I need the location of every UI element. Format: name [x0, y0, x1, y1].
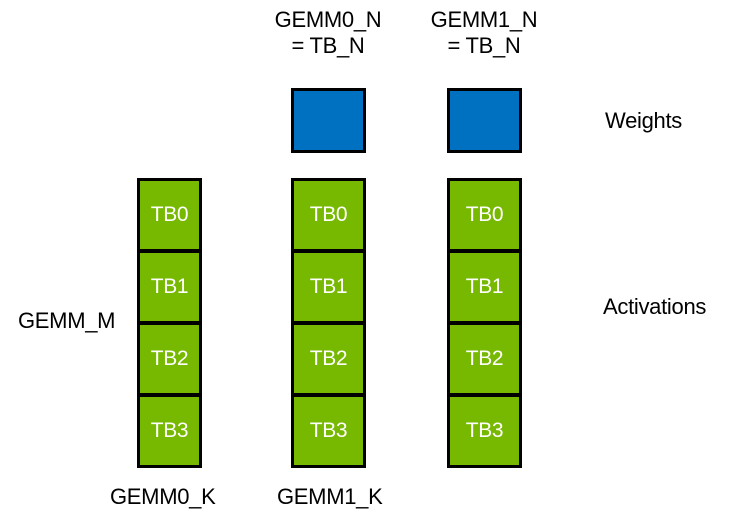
tb-block-label: TB1	[309, 275, 348, 298]
activations-column-gemm0: TB0 TB1 TB2 TB3	[291, 178, 366, 468]
weights-label: Weights	[605, 108, 682, 133]
activations-label: Activations	[603, 294, 707, 319]
tb-block: TB2	[450, 325, 519, 393]
activations-column-gemm1: TB0 TB1 TB2 TB3	[447, 178, 522, 468]
weights-square-gemm1	[447, 88, 522, 153]
header-gemm1-n-line1: GEMM1_N	[430, 7, 538, 32]
tb-block: TB1	[294, 253, 363, 321]
tb-block-label: TB2	[465, 347, 504, 370]
tb-block: TB0	[294, 181, 363, 249]
tb-block: TB1	[450, 253, 519, 321]
tb-block: TB3	[140, 397, 199, 465]
header-gemm0-n-line1: GEMM0_N	[274, 7, 382, 32]
tb-block: TB0	[140, 181, 199, 249]
header-gemm0-n: GEMM0_N = TB_N	[253, 7, 403, 59]
tb-block-label: TB3	[150, 419, 189, 442]
tb-block: TB0	[450, 181, 519, 249]
tb-block: TB2	[294, 325, 363, 393]
tb-block-label: TB3	[309, 419, 348, 442]
tb-block-label: TB2	[309, 347, 348, 370]
header-gemm0-n-line2: = TB_N	[291, 33, 365, 58]
gemm-m-label: GEMM_M	[18, 308, 116, 333]
tb-block-label: TB1	[465, 275, 504, 298]
tb-block-label: TB0	[309, 203, 348, 226]
tb-block-label: TB2	[150, 347, 189, 370]
tb-block-label: TB3	[465, 419, 504, 442]
activations-column-0: TB0 TB1 TB2 TB3	[137, 178, 202, 468]
tb-block: TB3	[294, 397, 363, 465]
gemm1-k-label: GEMM1_K	[277, 484, 383, 509]
tb-block-label: TB0	[150, 203, 189, 226]
header-gemm1-n-line2: = TB_N	[447, 33, 521, 58]
tb-block-label: TB1	[150, 275, 189, 298]
gemm0-k-label: GEMM0_K	[110, 484, 216, 509]
tb-block: TB1	[140, 253, 199, 321]
tb-block-label: TB0	[465, 203, 504, 226]
tb-block: TB2	[140, 325, 199, 393]
weights-square-gemm0	[291, 88, 366, 153]
header-gemm1-n: GEMM1_N = TB_N	[409, 7, 559, 59]
tb-block: TB3	[450, 397, 519, 465]
